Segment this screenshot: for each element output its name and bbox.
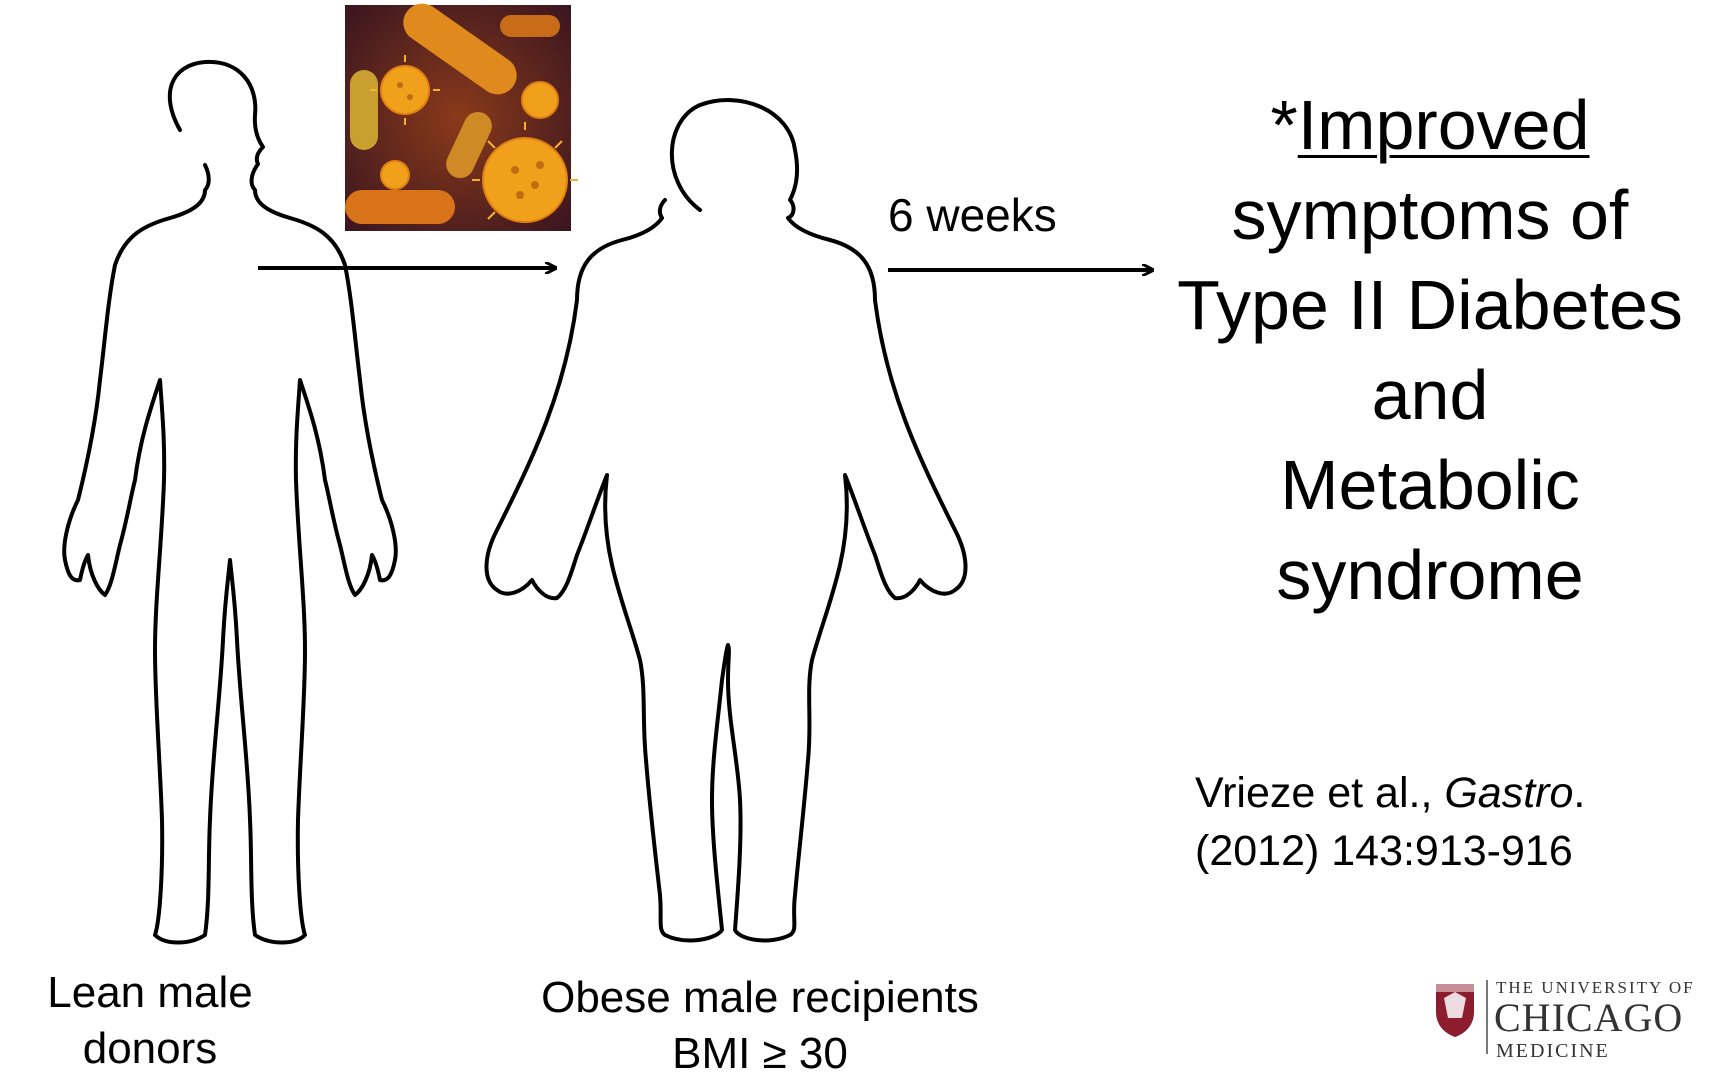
logo-divider — [1486, 980, 1488, 1054]
donor-label-line1: Lean male — [20, 965, 280, 1021]
donor-label: Lean male donors — [20, 965, 280, 1077]
bacteria-image-icon — [345, 0, 578, 231]
recipient-label-line2: BMI ≥ 30 — [500, 1026, 1020, 1082]
outcome-improved: Improved — [1298, 86, 1590, 164]
outcome-asterisk: * — [1270, 86, 1297, 164]
university-logo: THE UNIVERSITY OF CHICAGO MEDICINE — [1434, 978, 1709, 1069]
citation-authors: Vrieze et al., — [1195, 769, 1444, 817]
recipient-label: Obese male recipients BMI ≥ 30 — [500, 970, 1020, 1082]
outcome-line3: Type II Diabetes — [1150, 260, 1709, 350]
citation-line2: (2012) 143:913-916 — [1195, 822, 1585, 880]
logo-line3: MEDICINE — [1496, 1040, 1610, 1063]
logo-line2: CHICAGO — [1494, 998, 1683, 1038]
shield-icon — [1434, 982, 1476, 1038]
outcome-line5: Metabolic — [1150, 440, 1709, 530]
outcome-text: *Improved symptoms of Type II Diabetes a… — [1150, 80, 1709, 620]
outcome-line6: syndrome — [1150, 530, 1709, 620]
citation-period: . — [1573, 769, 1585, 817]
outcome-line4: and — [1150, 350, 1709, 440]
citation-journal: Gastro — [1444, 769, 1573, 817]
timing-label: 6 weeks — [888, 188, 1057, 242]
recipient-label-line1: Obese male recipients — [500, 970, 1020, 1026]
citation: Vrieze et al., Gastro. (2012) 143:913-91… — [1195, 764, 1585, 880]
outcome-line2: symptoms of — [1150, 170, 1709, 260]
